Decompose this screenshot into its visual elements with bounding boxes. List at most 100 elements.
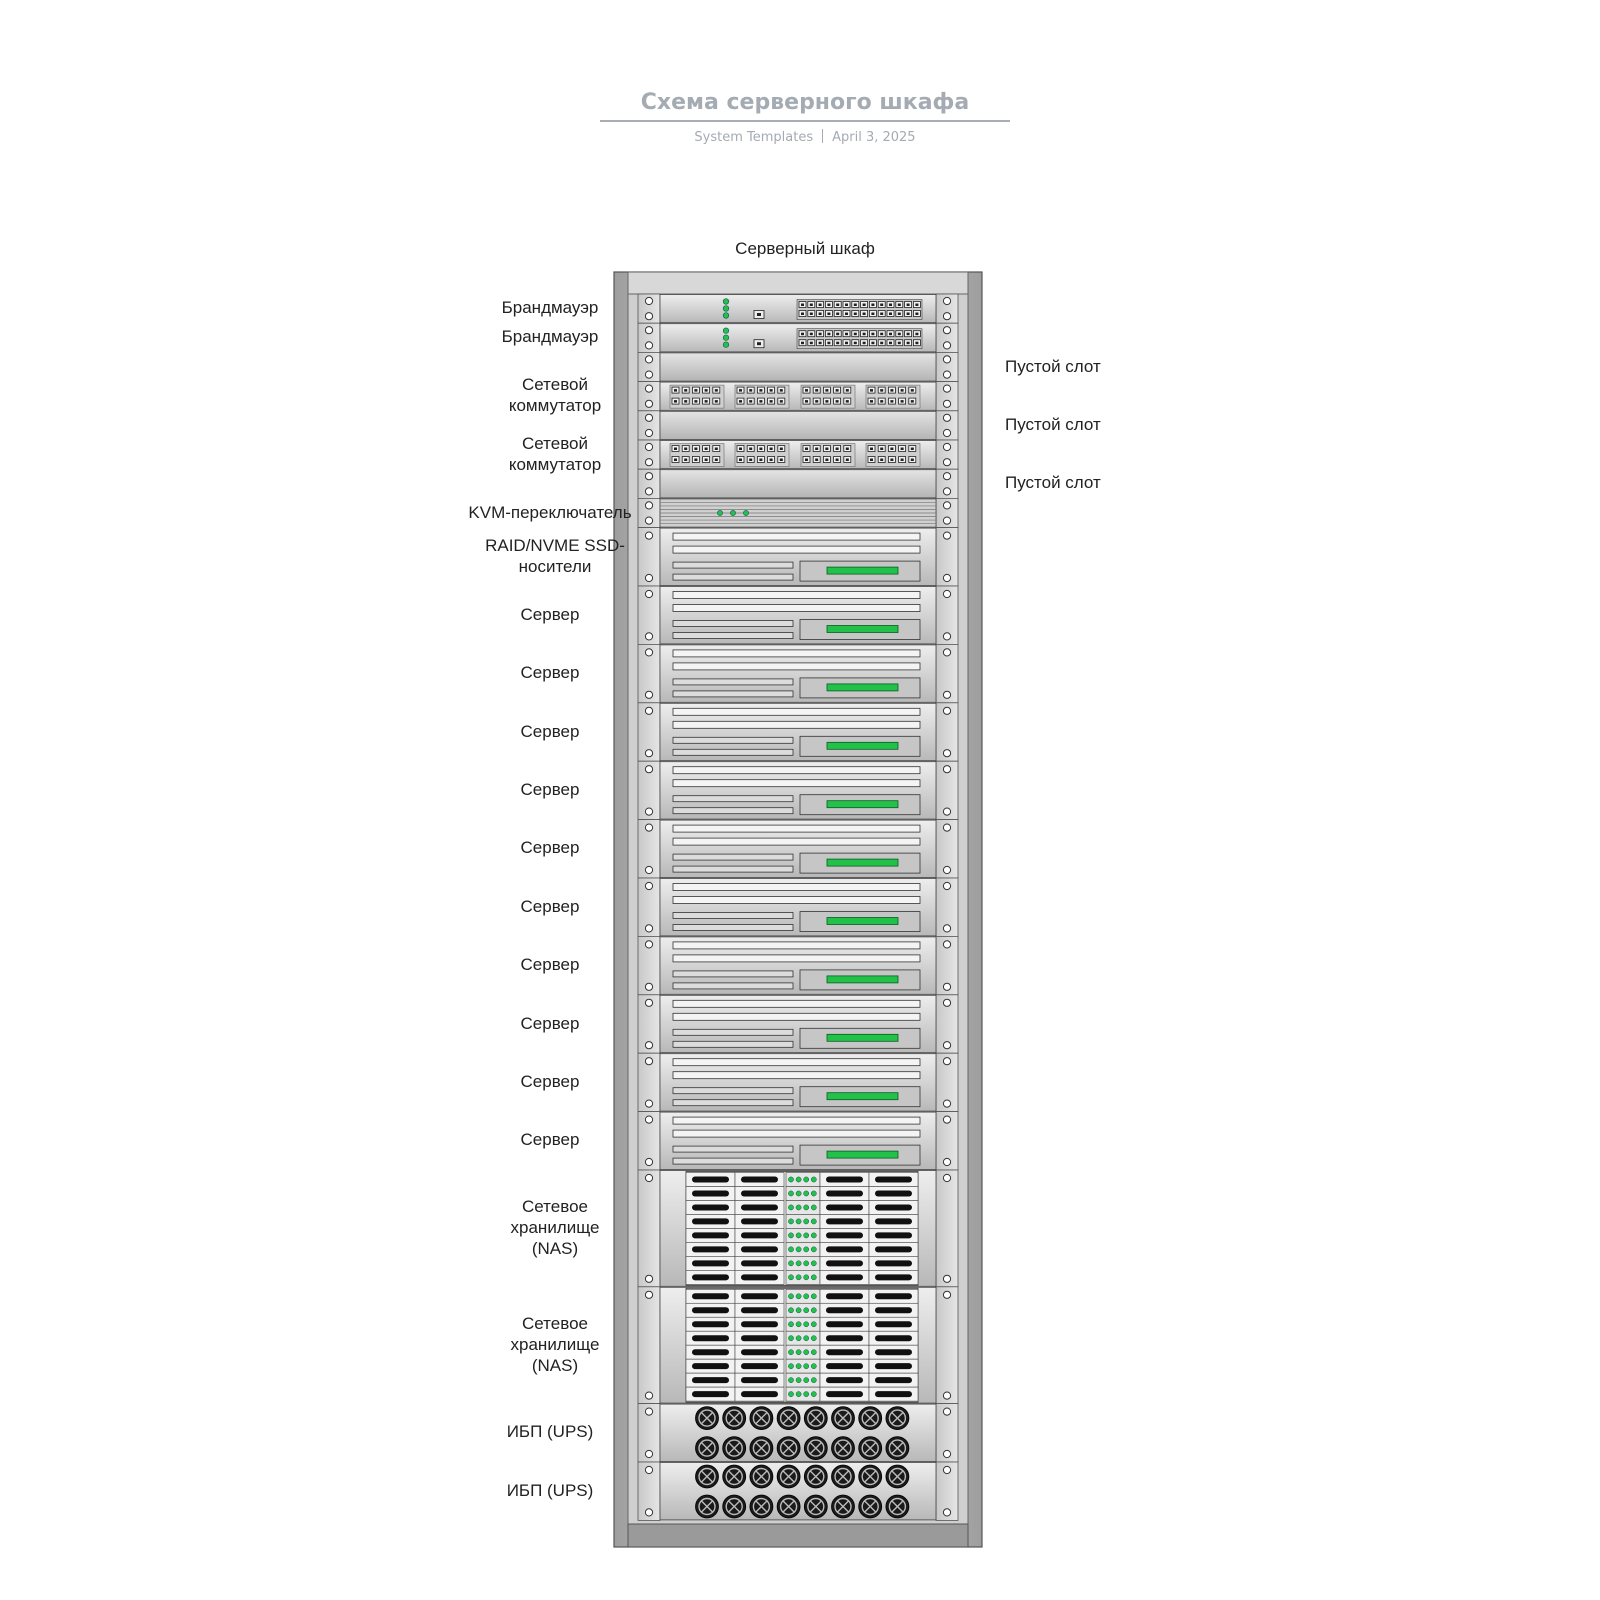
- port-socket: [836, 303, 840, 306]
- status-bar: [826, 683, 899, 692]
- port-socket: [801, 312, 804, 315]
- port-socket: [714, 400, 718, 403]
- drive-bay: [672, 632, 794, 639]
- port-socket: [880, 447, 884, 450]
- drive-bay: [672, 1129, 921, 1138]
- status-led: [810, 1335, 817, 1342]
- drive-handle: [875, 1218, 912, 1225]
- drive-bay: [672, 736, 794, 744]
- port-socket: [897, 303, 901, 306]
- drive-bay: [672, 954, 921, 963]
- fan-blade: [700, 1500, 714, 1513]
- fan-blade: [754, 1411, 768, 1425]
- status-led: [717, 510, 723, 516]
- mount-hole: [644, 1173, 654, 1183]
- fan-ring: [834, 1497, 852, 1516]
- rack-unit-server: [637, 994, 959, 1054]
- fan-ring: [698, 1497, 716, 1516]
- mount-hole: [644, 341, 654, 350]
- mount-hole: [942, 807, 952, 816]
- drive-bay: [672, 1040, 794, 1048]
- mount-hole: [942, 1465, 952, 1475]
- port-socket: [906, 303, 910, 306]
- port-socket: [809, 303, 813, 306]
- drive-handle: [875, 1335, 912, 1342]
- unit-label-server: Сервер: [520, 1071, 580, 1091]
- unit-label-server: Сервер: [520, 1130, 580, 1150]
- drive-handle: [692, 1246, 729, 1253]
- mount-hole: [644, 312, 654, 321]
- port-socket: [825, 458, 829, 461]
- status-led: [803, 1349, 810, 1356]
- mount-hole: [644, 690, 654, 699]
- port-socket: [759, 400, 763, 403]
- port-socket: [825, 447, 829, 450]
- fan-ring: [861, 1409, 879, 1427]
- drive-handle: [741, 1321, 778, 1328]
- drive-handle: [875, 1204, 912, 1211]
- status-led: [795, 1176, 802, 1183]
- status-led: [803, 1260, 810, 1267]
- status-bar: [826, 917, 899, 925]
- port-socket: [704, 389, 708, 392]
- port-socket: [684, 400, 688, 403]
- mount-hole: [942, 355, 952, 364]
- port-socket: [845, 332, 848, 336]
- port-socket: [827, 312, 831, 315]
- mount-hole: [644, 487, 654, 496]
- status-led: [722, 327, 730, 334]
- drive-bay: [672, 573, 794, 581]
- rack-unit-server: [637, 1111, 959, 1171]
- fan-blade: [700, 1441, 714, 1455]
- fan-blade: [809, 1500, 823, 1513]
- unit-label-ups: ИБП (UPS): [506, 1480, 594, 1500]
- port-socket: [769, 400, 773, 403]
- port-socket: [836, 332, 840, 336]
- drive-bay: [672, 865, 794, 873]
- status-led: [803, 1391, 810, 1397]
- status-led: [795, 1204, 802, 1211]
- port-socket: [769, 447, 773, 450]
- port-socket: [749, 389, 753, 392]
- port-socket: [749, 400, 753, 403]
- port-socket: [827, 341, 831, 345]
- status-led: [795, 1363, 802, 1370]
- status-led: [810, 1176, 817, 1183]
- fan-ring: [807, 1497, 825, 1516]
- fan-blade: [809, 1411, 823, 1425]
- port-socket: [674, 389, 677, 392]
- mount-hole: [644, 632, 654, 641]
- blank-panel: [659, 410, 937, 440]
- port-socket: [889, 332, 892, 336]
- fan-ring: [888, 1409, 907, 1427]
- port-socket: [889, 341, 892, 345]
- drive-bay: [672, 883, 921, 891]
- port-socket: [836, 312, 840, 315]
- port-socket: [805, 389, 808, 392]
- port-socket: [880, 400, 884, 403]
- port-socket: [809, 312, 813, 315]
- status-led: [788, 1274, 794, 1281]
- mount-hole: [942, 1115, 952, 1124]
- drive-handle: [741, 1246, 778, 1253]
- port-socket: [757, 342, 761, 346]
- port-socket: [674, 447, 677, 450]
- fan-blade: [809, 1470, 823, 1483]
- drive-bay: [672, 970, 794, 978]
- drive-handle: [741, 1363, 778, 1370]
- status-led: [810, 1246, 817, 1253]
- port-socket: [714, 389, 718, 392]
- rack-title: Серверный шкаф: [735, 239, 875, 258]
- mount-hole: [644, 648, 654, 657]
- port-socket: [880, 312, 884, 315]
- status-led: [810, 1321, 817, 1328]
- status-led: [795, 1246, 802, 1253]
- mount-hole: [942, 998, 952, 1007]
- port-socket: [759, 447, 763, 450]
- unit-label-server: Сервер: [520, 604, 580, 624]
- port-socket: [871, 332, 875, 336]
- unit-label-server: RAID/NVME SSD-носители: [485, 535, 625, 576]
- status-bar: [826, 1092, 899, 1101]
- drive-handle: [692, 1232, 729, 1239]
- status-led: [795, 1190, 802, 1197]
